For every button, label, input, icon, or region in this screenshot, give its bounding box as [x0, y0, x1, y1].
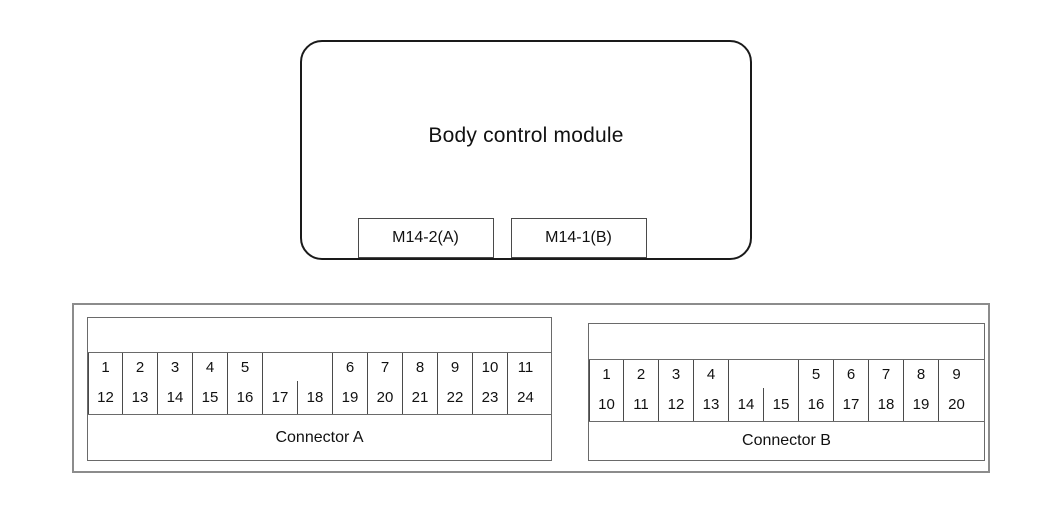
connector-a-pin-8: 8 — [403, 353, 438, 381]
connector-a-top-row-blank-cell — [263, 353, 333, 381]
connector-a-pin-16: 16 — [228, 381, 263, 414]
connector-a-pin-6: 6 — [333, 353, 368, 381]
connector-a-header-band — [88, 318, 551, 353]
connector-a-pin-14: 14 — [158, 381, 193, 414]
body-control-module-block: Body control module M14-2(A) M14-1(B) — [300, 40, 752, 260]
connector-b-pin-1: 1 — [589, 360, 624, 388]
connector-a-pin-1: 1 — [88, 353, 123, 381]
connector-b-pin-10: 10 — [589, 388, 624, 421]
module-tab-m14-1b: M14-1(B) — [510, 218, 647, 258]
connector-b-pin-19: 19 — [904, 388, 939, 421]
connector-b-top-row-blank-cell — [729, 360, 799, 388]
connector-a-pin-21: 21 — [403, 381, 438, 414]
connector-a-pin-20: 20 — [368, 381, 403, 414]
connector-a-pin-12: 12 — [88, 381, 123, 414]
connector-a-pin-17: 17 — [263, 381, 298, 414]
connector-b-pin-7: 7 — [869, 360, 904, 388]
connector-b-pin-6: 6 — [834, 360, 869, 388]
connector-b-pin-3: 3 — [659, 360, 694, 388]
connector-b-pin-8: 8 — [904, 360, 939, 388]
connector-b-pin-20: 20 — [939, 388, 974, 421]
connector-b-pin-9: 9 — [939, 360, 974, 388]
connector-a-pin-18: 18 — [298, 381, 333, 414]
connector-b-pin-14: 14 — [729, 388, 764, 421]
connector-b-pin-18: 18 — [869, 388, 904, 421]
connector-b-pin-5: 5 — [799, 360, 834, 388]
connector-a-pin-2: 2 — [123, 353, 158, 381]
connector-a-pin-9: 9 — [438, 353, 473, 381]
connector-a-pin-13: 13 — [123, 381, 158, 414]
connector-a-pin-22: 22 — [438, 381, 473, 414]
connector-a-pin-15: 15 — [193, 381, 228, 414]
connector-b-pin-17: 17 — [834, 388, 869, 421]
connector-b-pin-12: 12 — [659, 388, 694, 421]
connector-b-pin-2: 2 — [624, 360, 659, 388]
connector-a-pin-5: 5 — [228, 353, 263, 381]
connector-b-pin-15: 15 — [764, 388, 799, 421]
connector-b-pin-4: 4 — [694, 360, 729, 388]
connector-a-pin-7: 7 — [368, 353, 403, 381]
connector-b-pin-16: 16 — [799, 388, 834, 421]
connector-b-pin-13: 13 — [694, 388, 729, 421]
connector-a-pin-3: 3 — [158, 353, 193, 381]
module-tab-m14-2a: M14-2(A) — [357, 218, 494, 258]
connector-a-label: Connector A — [275, 428, 364, 446]
connector-a-pin-4: 4 — [193, 353, 228, 381]
connector-b-label: Connector B — [742, 432, 831, 449]
connector-a-pin-23: 23 — [473, 381, 508, 414]
module-title: Body control module — [428, 124, 624, 147]
connector-a-pin-19: 19 — [333, 381, 368, 414]
module-connector-tabs: M14-2(A) M14-1(B) — [302, 218, 750, 258]
connector-a-pin-24: 24 — [508, 381, 543, 414]
connector-a-pin-10: 10 — [473, 353, 508, 381]
connector-a-pin-11: 11 — [508, 353, 543, 381]
connector-b-pin-11: 11 — [624, 388, 659, 421]
connector-b-header-band — [589, 324, 984, 360]
